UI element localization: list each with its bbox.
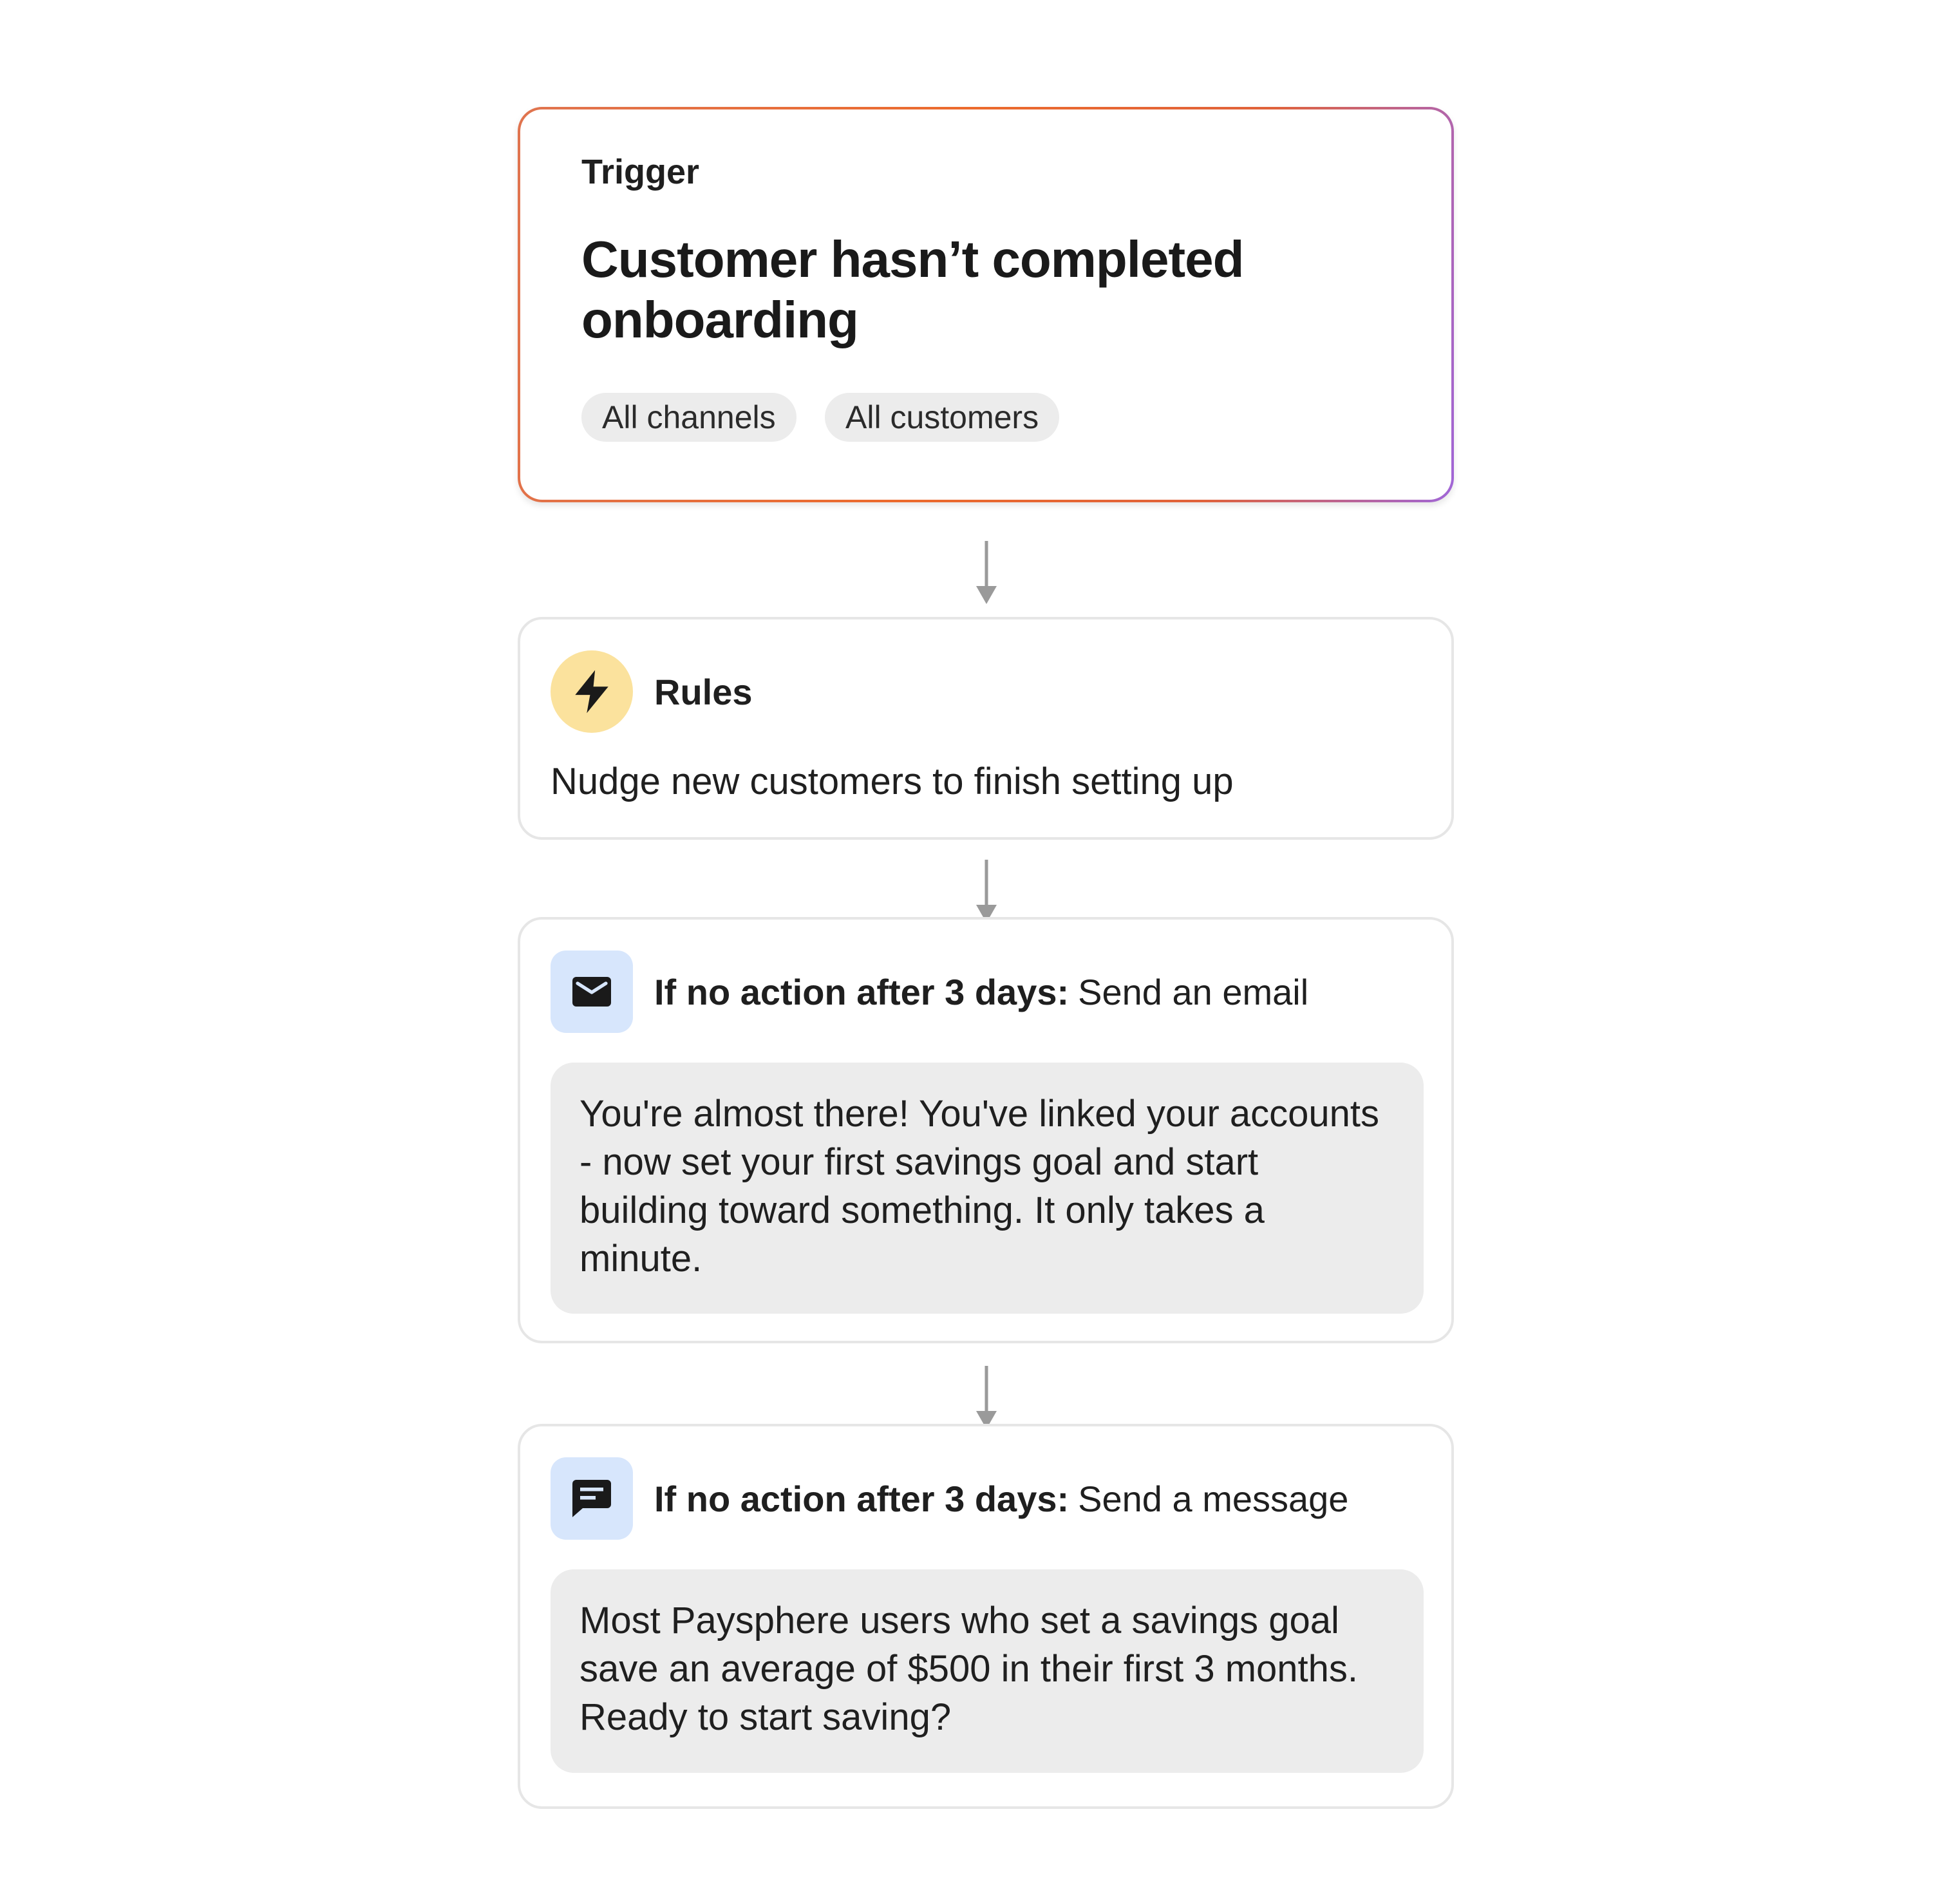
channels-chip[interactable]: All channels [581,393,796,442]
message-step-condition: If no action after 3 days: [654,1478,1070,1519]
email-message-text: You're almost there! You've linked your … [551,1063,1424,1314]
message-text: Most Paysphere users who set a savings g… [551,1569,1424,1773]
email-icon-badge [551,950,633,1033]
trigger-label: Trigger [581,153,700,191]
rules-description: Nudge new customers to finish setting up [551,761,1234,802]
email-step-action: Send an email [1078,971,1309,1012]
trigger-title: Customer hasn’t completed onboarding [581,231,1245,348]
flow-arrow-down-icon [976,860,997,923]
flow-arrow-down-icon [976,541,997,604]
message-step-card[interactable]: If no action after 3 days: Send a messag… [518,1424,1454,1809]
message-icon-badge [551,1457,633,1540]
rules-heading: Rules [654,650,762,733]
flow-arrow-down-icon [976,1366,997,1429]
message-step-heading: If no action after 3 days: Send a messag… [654,1457,1348,1540]
email-step-card[interactable]: If no action after 3 days: Send an email… [518,917,1454,1343]
lightning-bolt-icon [575,670,608,714]
rules-icon-badge [551,650,633,733]
rules-card[interactable]: Rules Nudge new customers to finish sett… [518,617,1454,840]
trigger-card[interactable]: Trigger Customer hasn’t completed onboar… [518,107,1454,502]
rules-label: Rules [654,671,753,712]
email-step-condition: If no action after 3 days: [654,971,1070,1012]
email-step-heading: If no action after 3 days: Send an email [654,950,1308,1033]
customers-chip[interactable]: All customers [825,393,1060,442]
message-step-action: Send a message [1078,1478,1349,1519]
mail-icon [572,977,611,1007]
chat-message-icon [572,1480,611,1517]
